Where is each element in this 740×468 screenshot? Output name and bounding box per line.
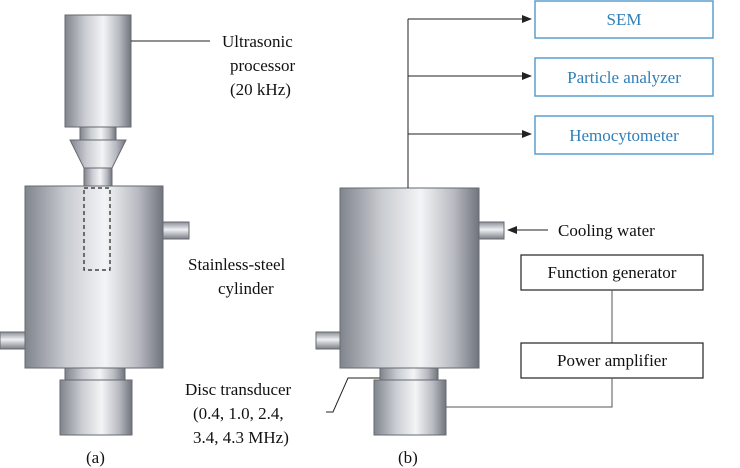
function-generator-box [520,254,704,291]
transducer-leader-line [326,377,397,413]
cylinder-label-line-2: cylinder [218,279,274,298]
cooling-port-left [0,331,26,350]
processor-horn-cone [69,139,127,169]
probe-inside-cylinder [83,187,111,271]
disc-transducer [59,379,133,436]
cylinder-label-line-1: Stainless-steel [188,255,286,274]
function-generator-label: Function generator [548,263,677,282]
transducer-neck-b [379,367,439,381]
panel-a: Ultrasonic processor (20 kHz) Stainless-… [0,14,397,467]
panel-b: SEM Particle analyzer Hemocytometer Cool… [315,0,714,467]
ultrasonic-processor-body [64,14,132,128]
cylinder-b [339,187,480,369]
transducer-b [373,379,447,436]
processor-label-line-1: Ultrasonic [222,32,293,51]
hemocytometer-box [534,115,714,155]
transducer-label-line-3: 3.4, 4.3 MHz) [193,428,289,447]
amplifier-to-transducer-line [446,378,613,408]
hemocytometer-label: Hemocytometer [569,126,679,145]
cooling-inlet-b [478,221,505,240]
particle-analyzer-label: Particle analyzer [567,68,681,87]
cooling-water-label: Cooling water [558,221,655,240]
outlet-left-b [315,331,341,350]
processor-neck [79,126,117,141]
processor-probe-tip [83,167,113,187]
power-amplifier-label: Power amplifier [557,351,667,370]
processor-label-line-2: processor [230,56,295,75]
sem-label: SEM [607,10,642,29]
sem-box [534,0,714,39]
processor-label-line-3: (20 kHz) [230,80,291,99]
stainless-steel-cylinder [24,185,164,369]
caption-a: (a) [86,448,105,467]
transducer-neck [64,367,126,381]
caption-b: (b) [398,448,418,467]
particle-analyzer-box [534,57,714,97]
cooling-port-right [162,221,190,240]
transducer-label-line-2: (0.4, 1.0, 2.4, [193,404,284,423]
transducer-label-line-1: Disc transducer [185,380,292,399]
